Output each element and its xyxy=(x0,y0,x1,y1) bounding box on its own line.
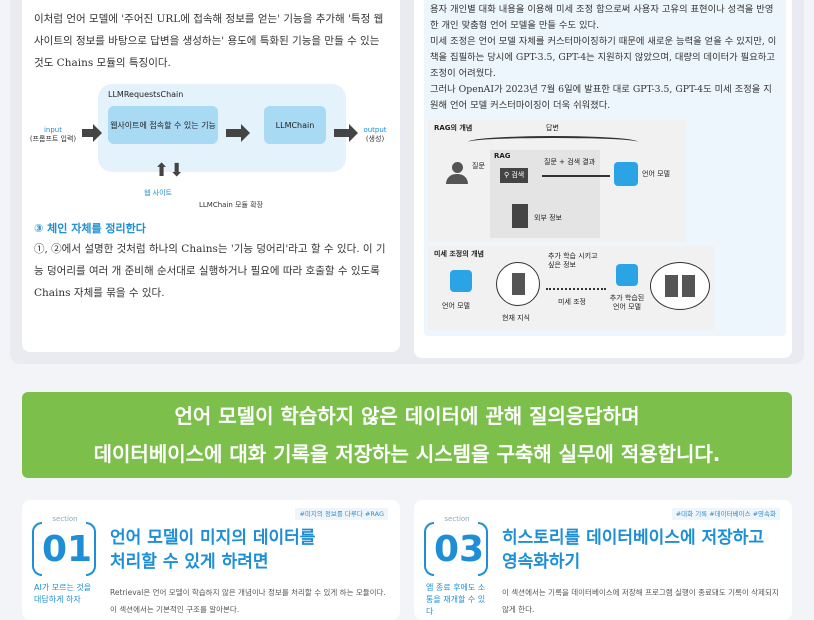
robot-icon xyxy=(616,264,638,286)
ft-title: 미세 조정의 개념 xyxy=(434,250,484,258)
input-text: input xyxy=(43,126,62,134)
section-card-01: section 01 #미지의 정보를 다루다 #RAG 언어 모델이 미지의 … xyxy=(22,500,400,620)
search-box: ⚲ 검색 xyxy=(500,168,529,183)
arrow-icon xyxy=(82,124,102,142)
output-text: output xyxy=(363,126,387,134)
section-card-03: section 03 #대화 기록 #데이터베이스 #영속화 히스토리를 데이터… xyxy=(414,500,792,620)
banner-line-1: 언어 모델이 학습하지 않은 데이터에 관해 질의응답하며 xyxy=(174,404,640,428)
headline-banner: 언어 모델이 학습하지 않은 데이터에 관해 질의응답하며 데이터베이스에 대화… xyxy=(22,392,792,478)
right-para-2: 미세 조정은 언어 모델 자체를 커스터마이징하기 때문에 새로운 능력을 얻을… xyxy=(430,36,777,79)
ft-model-label: 언어 모델 xyxy=(442,302,470,310)
left-para-2: ①, ②에서 설명한 것처럼 하나의 Chains는 '기능 덩어리'라고 할 … xyxy=(34,243,386,299)
web-access-box: 웹사이트에 접속할 수 있는 기능 xyxy=(108,106,218,144)
robot-icon xyxy=(614,162,638,186)
rag-diagram: RAG의 개념 답변 RAG 질문 ⚲ 검색 질문 + 검색 결과 언어 모델 … xyxy=(428,120,686,242)
fine-tuning-diagram: 미세 조정의 개념 언어 모델 현재 지식 추가 학습 시키고 싶은 정보 미세… xyxy=(428,246,714,330)
section-label: section xyxy=(52,515,78,523)
section-side-note: 앱 종료 후에도 소통을 재개할 수 있다 xyxy=(426,583,486,616)
output-sub: (생성) xyxy=(365,135,385,143)
llm-requests-chain-diagram: LLMRequestsChain input(프롬프트 입력) 웹사이트에 접속… xyxy=(30,80,390,220)
title-line-1: 언어 모델이 미지의 데이터를 xyxy=(110,528,316,548)
left-para-1: 이처럼 언어 모델에 '주어진 URL에 접속해 정보를 얻는' 기능을 추가해… xyxy=(34,13,384,69)
rag-model-label: 언어 모델 xyxy=(642,170,670,178)
rag-area: RAG xyxy=(490,150,600,238)
ft-label: 미세 조정 xyxy=(558,298,586,306)
input-sub: (프롬프트 입력) xyxy=(29,135,77,143)
llmchain-box: LLMChain xyxy=(264,106,326,144)
diagram-caption: LLMChain 모듈 확장 xyxy=(199,201,264,209)
robot-icon xyxy=(450,270,472,292)
section-side-note: AI가 모르는 것을 대답하게 하자 xyxy=(34,583,92,604)
banner-line-2: 데이터베이스에 대화 기록을 저장하는 시스템을 구축해 실무에 적용합니다. xyxy=(93,442,721,466)
output-label: output(생성) xyxy=(360,126,390,144)
right-text: 용자 개인별 대화 내용을 이용해 미세 조정 함으로써 사용자 고유의 표현이… xyxy=(428,2,782,114)
person-icon xyxy=(446,162,468,184)
book-icon xyxy=(682,275,695,297)
knowledge-bubble xyxy=(650,262,710,310)
rag-answer-label: 답변 xyxy=(546,124,559,132)
input-label: input(프롬프트 입력) xyxy=(26,126,80,144)
rag-q-plus-label: 질문 + 검색 결과 xyxy=(544,158,596,166)
book-icon xyxy=(511,273,525,295)
title-line-2: 처리할 수 있게 하려면 xyxy=(110,552,269,572)
book-icon xyxy=(665,275,678,297)
book-icon xyxy=(512,204,528,228)
rag-question-label: 질문 xyxy=(472,162,485,170)
left-brace-icon xyxy=(424,522,434,576)
section-number: 03 xyxy=(434,529,485,570)
chain-container-label: LLMRequestsChain xyxy=(108,90,184,99)
up-down-arrows-icon: ⬆⬇ xyxy=(154,160,185,181)
knowledge-bubble xyxy=(496,262,540,306)
section-description: 이 섹션에서는 기록을 데이터베이스에 저장해 프로그램 실행이 종료돼도 기록… xyxy=(502,588,779,614)
section-number: 01 xyxy=(42,529,93,570)
right-para-3: 그러나 OpenAI가 2023년 7월 6일에 발표한 대로 GPT-3.5,… xyxy=(430,84,772,111)
dotted-arrow-icon xyxy=(546,288,606,290)
heading-3: ③ 체인 자체를 정리한다 xyxy=(34,222,146,235)
search-label: 검색 xyxy=(511,171,525,179)
arrow-icon xyxy=(226,124,250,142)
answer-arrow-icon xyxy=(468,136,638,148)
ft-trained-label: 추가 학습된 언어 모델 xyxy=(609,294,645,311)
section-label: section xyxy=(444,515,470,523)
left-brace-icon xyxy=(32,522,42,576)
section-tags: #미지의 정보를 다루다 #RAG xyxy=(295,508,388,520)
website-label: 웹 사이트 xyxy=(144,189,172,197)
arrow-icon xyxy=(542,175,610,177)
title-line-1: 히스토리를 데이터베이스에 저장하고 xyxy=(502,528,765,548)
rag-label: RAG xyxy=(494,152,511,160)
rag-title: RAG의 개념 xyxy=(434,124,473,132)
right-content-box: 용자 개인별 대화 내용을 이용해 미세 조정 함으로써 사용자 고유의 표현이… xyxy=(424,0,786,336)
left-page: 이처럼 언어 모델에 '주어진 URL에 접속해 정보를 얻는' 기능을 추가해… xyxy=(22,0,400,352)
section-description: Retrieval은 언어 모델이 학습하지 않은 개념이나 정보를 처리할 수… xyxy=(110,588,386,614)
ft-extra-label: 추가 학습 시키고 싶은 정보 xyxy=(548,252,598,269)
section-tags: #대화 기록 #데이터베이스 #영속화 xyxy=(671,508,780,520)
ft-current-label: 현재 지식 xyxy=(502,314,530,322)
right-para-1: 용자 개인별 대화 내용을 이용해 미세 조정 함으로써 사용자 고유의 표현이… xyxy=(430,4,774,31)
title-line-2: 영속화하기 xyxy=(502,552,581,572)
rag-external-label: 외부 정보 xyxy=(534,214,562,222)
right-page: 용자 개인별 대화 내용을 이용해 미세 조정 함으로써 사용자 고유의 표현이… xyxy=(414,0,792,358)
arrow-icon xyxy=(334,124,358,142)
